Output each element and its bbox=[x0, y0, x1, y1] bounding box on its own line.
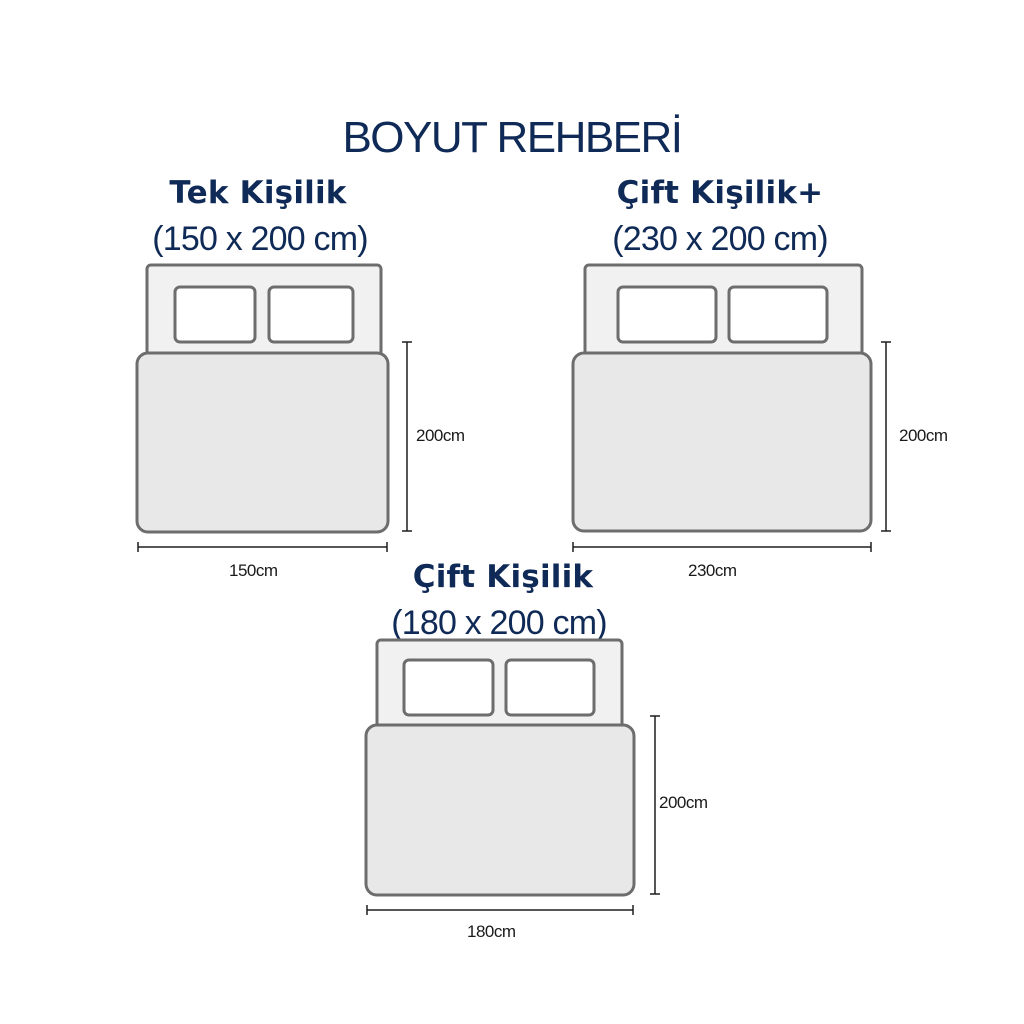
bed-size: (150 x 200 cm) bbox=[152, 220, 368, 258]
height-label: 200cm bbox=[416, 426, 465, 445]
width-label: 150cm bbox=[229, 561, 278, 580]
bed-size: (230 x 200 cm) bbox=[612, 220, 828, 258]
pillow-left bbox=[402, 658, 495, 717]
mattress bbox=[135, 351, 390, 534]
mattress bbox=[571, 351, 873, 533]
bed-section-single: Tek Kişilik (150 x 200 cm) bbox=[130, 176, 390, 596]
pillow-left bbox=[173, 285, 257, 344]
bed-name: Çift Kişilik+ bbox=[616, 175, 824, 211]
bed-name: Tek Kişilik bbox=[169, 175, 347, 211]
width-label: 180cm bbox=[467, 922, 516, 941]
pillow-left bbox=[616, 285, 718, 344]
pillow-right bbox=[727, 285, 829, 344]
page-title: BOYUT REHBERİ bbox=[342, 113, 683, 162]
width-label: 230cm bbox=[688, 561, 737, 580]
height-label: 200cm bbox=[899, 426, 948, 445]
pillow-right bbox=[267, 285, 355, 344]
bed-name: Çift Kişilik bbox=[412, 559, 594, 595]
height-label: 200cm bbox=[659, 793, 708, 812]
bed-section-double: Çift Kişilik (180 x 200 cm) bbox=[360, 560, 650, 980]
mattress bbox=[364, 723, 636, 897]
bed-section-king: Çift Kişilik+ (230 x 200 cm) bbox=[580, 176, 860, 596]
pillow-right bbox=[504, 658, 596, 717]
bed-size: (180 x 200 cm) bbox=[391, 604, 607, 642]
